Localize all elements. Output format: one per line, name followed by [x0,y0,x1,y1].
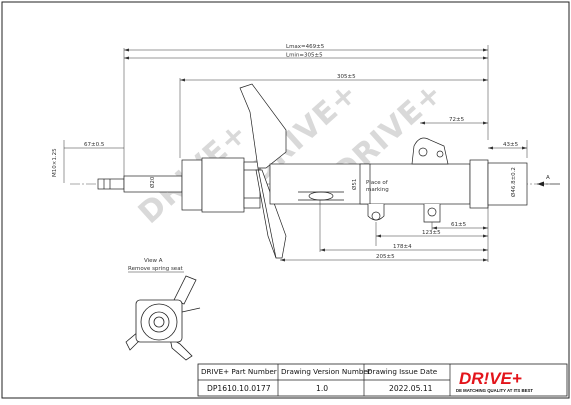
spring-seat-clip [308,191,334,201]
bottom-dimension-lines [280,200,489,262]
stabilizer-bracket [411,137,449,165]
dimension-arrows [124,48,527,150]
piston-rod [97,175,183,193]
d178-label: 178±4 [393,244,412,250]
view-a-title: View A [144,258,163,264]
d123-label: 123±5 [422,230,441,236]
lmax-label: Lmax=469±5 [286,44,325,50]
title-block [197,363,568,397]
d51-label: Ø51 [351,179,358,190]
view-a-detail [125,275,201,361]
tb-header-part-number: DRIVE+ Part Number [201,367,277,376]
tb-value-version: 1.0 [316,384,328,393]
bottom-bracket [367,204,441,223]
d72-label: 72±5 [449,117,465,123]
drive-logo: DR!VE+ [459,369,522,388]
m10-label: M10×1.25 [52,148,58,177]
tb-value-part-number: DP1610.10.0177 [207,384,271,393]
upper-body [181,157,261,213]
d305-label: 305±5 [337,74,356,80]
d61-label: 61±5 [451,222,467,228]
view-a-letter: A [546,175,550,181]
spring-seat [239,83,287,259]
drive-slogan: DE MATCHING QUALITY AT ITS BEST [456,388,533,393]
d67-label: 67±0.5 [84,142,105,148]
d20-label: Ø20 [149,176,156,188]
tb-header-version: Drawing Version Number [281,367,371,376]
place-marking-label-2: marking [366,187,389,193]
view-a-arrow-head [537,181,544,187]
view-a-subtitle: Remove spring seat [128,266,184,272]
tb-value-issue-date: 2022.05.11 [389,384,433,393]
d46-label: Ø46.8±0.2 [510,167,517,197]
lmin-label: Lmin=305±5 [286,53,323,59]
d43-label: 43±5 [503,142,519,148]
main-tube [269,159,528,209]
place-marking-label-1: Place of [366,180,389,186]
bottom-dimension-arrows [280,226,488,262]
d205-label: 205±5 [376,254,395,260]
drawing-frame [1,1,570,399]
tb-header-issue-date: Drawing Issue Date [367,367,438,376]
top-dimension-lines [63,45,528,183]
